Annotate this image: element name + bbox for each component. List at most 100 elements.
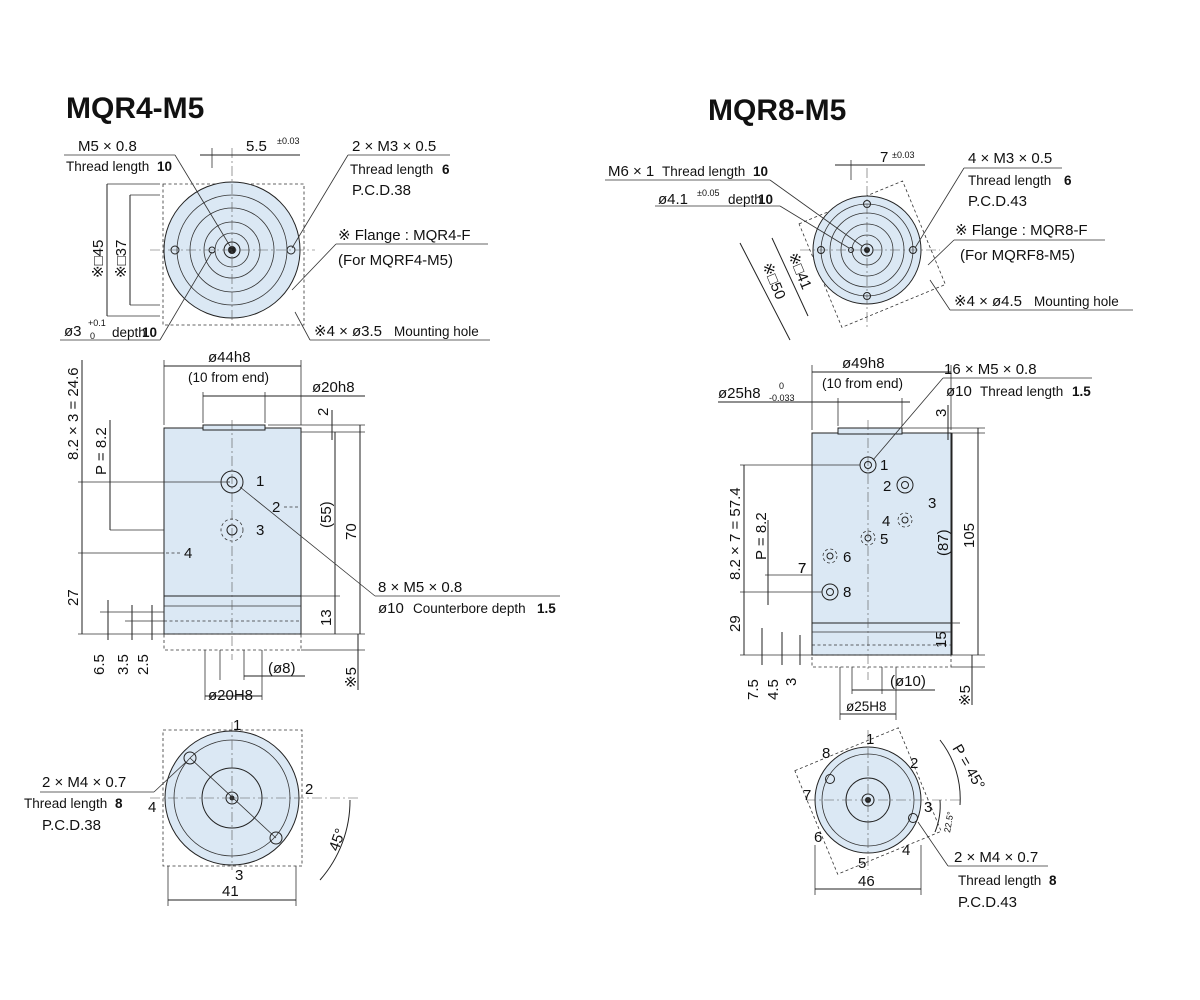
- bottom-thread-length-label: Thread length: [24, 796, 107, 811]
- port-label-4: 4: [882, 513, 890, 530]
- dim-5: ※5: [957, 685, 974, 706]
- mount-hole-label: Mounting hole: [394, 324, 479, 339]
- dim-width-41: 41: [222, 883, 239, 900]
- port-label-2: 2: [883, 478, 891, 495]
- port-label-1: 1: [880, 457, 888, 474]
- angle-45: 45°: [326, 826, 350, 853]
- pcd: P.C.D.43: [968, 193, 1027, 210]
- flange-front: [811, 622, 952, 656]
- bottom-thread-length: 8: [115, 796, 123, 811]
- pin-tolerance-upper: +0.1: [88, 318, 106, 328]
- pin-depth: 10: [758, 192, 773, 207]
- dim-square-50: ※□50: [758, 260, 788, 302]
- dim-3: 3: [933, 409, 950, 417]
- top-view: ※□45 ※□37 5.5 ±0.03 M5 × 0.8 Thread leng…: [60, 136, 490, 341]
- port-label-2: 2: [910, 755, 918, 772]
- dim-square-37: ※□37: [113, 240, 130, 278]
- thread-a: M6 × 1: [608, 163, 654, 180]
- port-thread: 8 × M5 × 0.8: [378, 579, 462, 596]
- dim-15: 15: [933, 631, 950, 648]
- pcd: P.C.D.38: [352, 182, 411, 199]
- port-label-7: 7: [803, 787, 811, 804]
- dim-3-5: 3.5: [115, 654, 132, 675]
- port-label-8: 8: [822, 745, 830, 762]
- dim-29: 29: [727, 615, 744, 632]
- dim-2: 2: [315, 408, 332, 416]
- dim-from-end: (10 from end): [822, 376, 903, 391]
- port-label-6: 6: [843, 549, 851, 566]
- dim-width-46: 46: [858, 873, 875, 890]
- angle-22-5: 22.5°: [942, 810, 956, 833]
- pin-tolerance-lower: 0: [90, 331, 95, 341]
- port-label-4: 4: [902, 842, 910, 859]
- bottom-thread-length: 8: [1049, 873, 1057, 888]
- dim-d10: (ø10): [890, 673, 926, 690]
- mounting-tap: [183, 751, 197, 765]
- thread-a-length-label: Thread length: [66, 159, 149, 174]
- pin-tolerance: ±0.05: [697, 188, 719, 198]
- dim-70: 70: [343, 523, 360, 540]
- thread-length-label: Thread length: [980, 384, 1063, 399]
- port-label-3: 3: [235, 867, 243, 884]
- front-view: 1 2 3 4 5 6 7 8 ø49h8 (10 from end) ø25h…: [718, 355, 1092, 720]
- front-view: 1 2 3 4 ø44h8 (10 from end) ø20h8 2: [65, 349, 560, 704]
- port-label-6: 6: [814, 829, 822, 846]
- thread-a: M5 × 0.8: [78, 138, 137, 155]
- counterbore-depth: 1.5: [537, 601, 556, 616]
- model-mqr8-m5: MQR8-M5 7 ±0.03 M6 × 1: [605, 94, 1133, 911]
- thread-b: 4 × M3 × 0.5: [968, 150, 1052, 167]
- flange-for: (For MQRF4-M5): [338, 252, 453, 269]
- dim-shaft-tol-lower: -0.033: [769, 393, 795, 403]
- counterbore-diameter: ø10: [946, 383, 972, 400]
- model-title: MQR8-M5: [708, 94, 846, 127]
- port-label-4: 4: [148, 799, 156, 816]
- dim-105: 105: [961, 523, 978, 548]
- dim-square-41: ※□41: [784, 250, 814, 292]
- flange-note: ※ Flange : MQR4-F: [338, 227, 471, 244]
- mounting-tap: [825, 774, 835, 784]
- dim-6-5: 6.5: [91, 654, 108, 675]
- dim-shaft-tol-upper: 0: [779, 381, 784, 391]
- port-label-4: 4: [184, 545, 192, 562]
- dim-offset: 5.5: [246, 138, 267, 155]
- pitch-angle-arc: [939, 739, 961, 806]
- mount-hole: ※4 × ø3.5: [314, 323, 382, 340]
- dim-87: (87): [935, 529, 952, 556]
- body-front: [811, 432, 952, 624]
- thread-b-length: 6: [1064, 173, 1072, 188]
- flange-outline: [162, 183, 305, 326]
- dim-20H8: ø20H8: [208, 687, 253, 704]
- body-front: [163, 427, 302, 597]
- pin-depth-label: depth: [112, 325, 146, 340]
- dim-4-5: 4.5: [765, 679, 782, 700]
- port-label-3: 3: [924, 799, 932, 816]
- thread-a-length-label: Thread length: [662, 164, 745, 179]
- bottom-thread: 2 × M4 × 0.7: [42, 774, 126, 791]
- dim-27: 27: [65, 589, 82, 606]
- port-label-2: 2: [272, 499, 280, 516]
- dim-25H8: ø25H8: [846, 699, 887, 714]
- dim-shaft-diameter: ø25h8: [718, 385, 761, 402]
- dim-offset: 7: [880, 149, 888, 166]
- dim-offset-tolerance: ±0.03: [892, 150, 914, 160]
- dim-7: 7: [798, 560, 806, 577]
- bottom-pcd: P.C.D.38: [42, 817, 101, 834]
- bottom-view: 1 2 3 4 5 6 7 8 P = 45° 22.5° 2 × M4 × 0…: [794, 727, 1057, 911]
- dim-from-end: (10 from end): [188, 370, 269, 385]
- bottom-thread: 2 × M4 × 0.7: [954, 849, 1038, 866]
- thread-b-length: 6: [442, 162, 450, 177]
- mount-hole-label: Mounting hole: [1034, 294, 1119, 309]
- dim-d8: (ø8): [268, 660, 296, 677]
- dim-pitch: P = 8.2: [753, 512, 770, 560]
- top-view: 7 ±0.03 M6 × 1 Thread length 10 ø4.1 ±0.…: [605, 149, 1133, 341]
- flange-front: [163, 595, 302, 635]
- flange-note: ※ Flange : MQR8-F: [955, 222, 1088, 239]
- dim-55: (55): [318, 501, 335, 528]
- port-2: [896, 476, 914, 494]
- bottom-view: 1 2 3 4 2 × M4 × 0.7 Thread length 8 P.C…: [24, 717, 360, 906]
- counterbore-label: Counterbore depth: [413, 601, 526, 616]
- port-label-3: 3: [928, 495, 936, 512]
- dim-body-diameter: ø49h8: [842, 355, 885, 372]
